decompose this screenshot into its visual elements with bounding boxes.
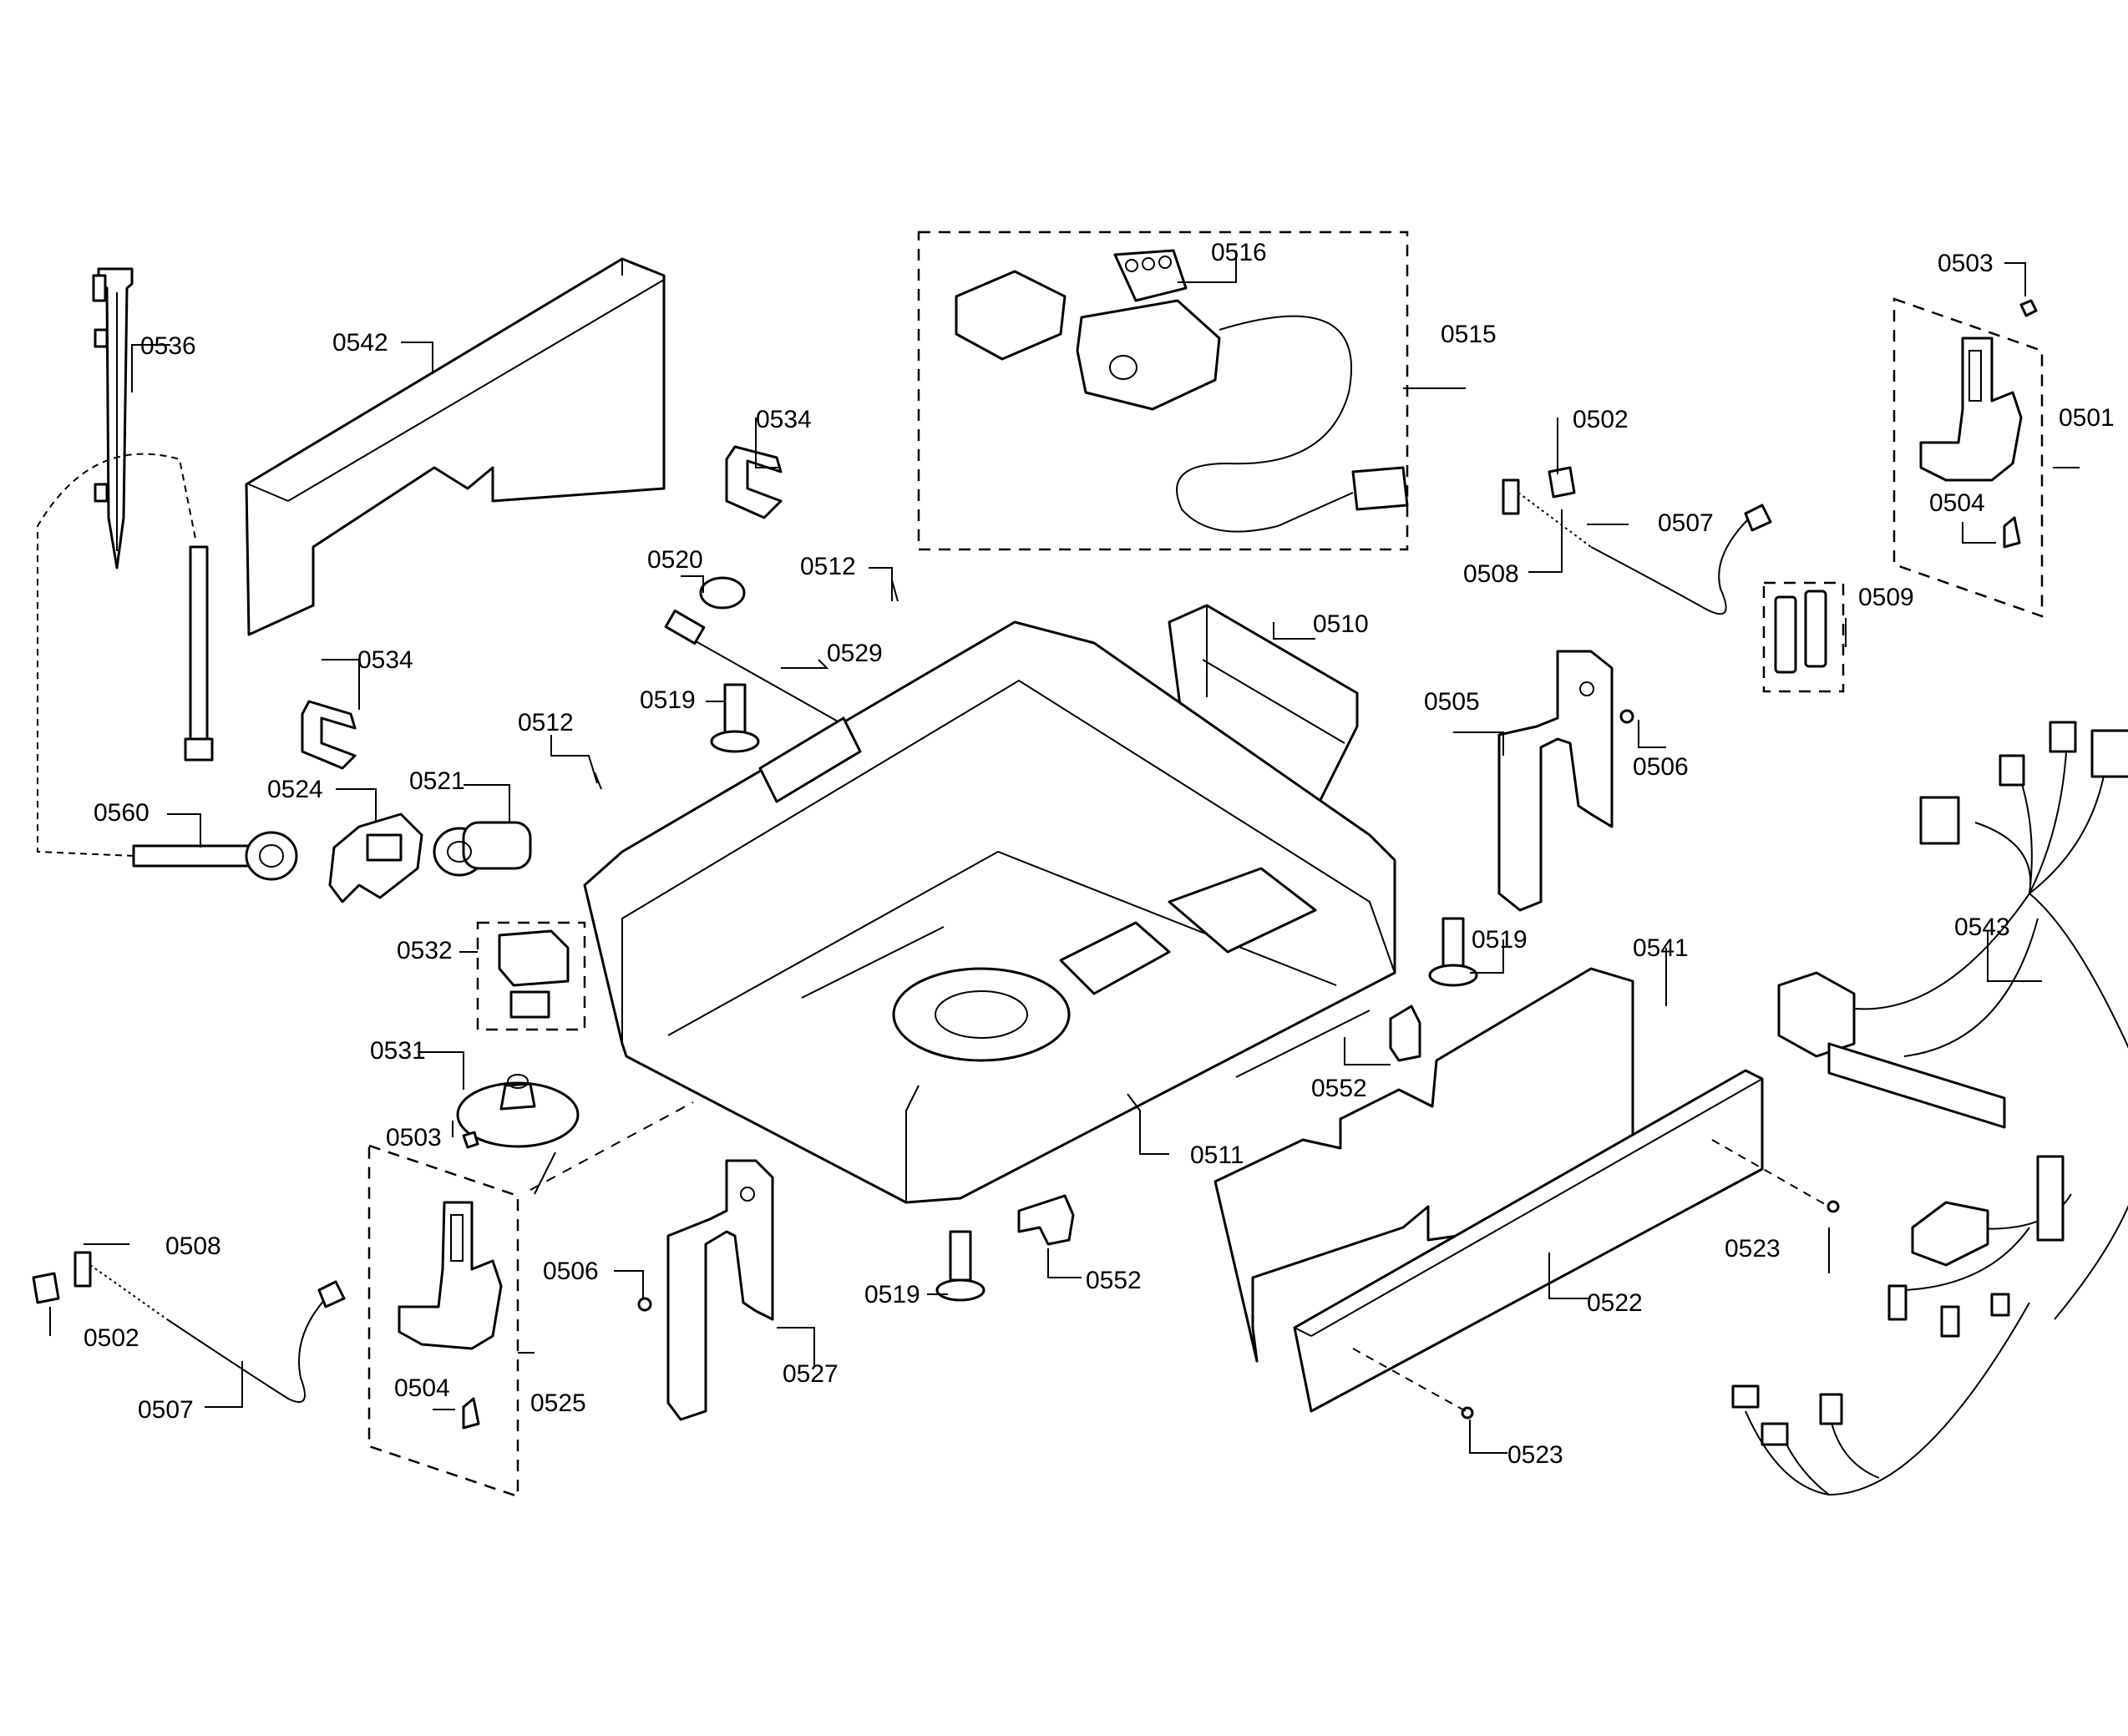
label-0504-top: 0504 bbox=[1929, 489, 1985, 517]
label-0503-bottom: 0503 bbox=[386, 1124, 442, 1151]
part-0523-screw-right bbox=[1827, 1200, 1840, 1213]
part-0542-panel bbox=[245, 257, 666, 636]
label-0507-bottom: 0507 bbox=[138, 1396, 194, 1424]
label-0529: 0529 bbox=[827, 640, 883, 667]
label-0506-bottom: 0506 bbox=[543, 1258, 599, 1285]
part-0519-foot-top bbox=[710, 683, 760, 753]
label-0504-bottom: 0504 bbox=[394, 1374, 450, 1402]
group-box-0515 bbox=[917, 230, 1409, 551]
label-0507-top: 0507 bbox=[1658, 509, 1714, 537]
part-0522-panel bbox=[1293, 1069, 1764, 1413]
group-box-0532 bbox=[476, 921, 586, 1031]
label-0523-right: 0523 bbox=[1725, 1235, 1781, 1263]
label-0524: 0524 bbox=[267, 776, 323, 803]
part-0521-valve bbox=[433, 821, 532, 877]
part-0536-rail bbox=[92, 267, 134, 569]
part-0543-harness bbox=[1731, 721, 2128, 1496]
part-0512-screw-top bbox=[891, 580, 899, 602]
label-0534-left: 0534 bbox=[357, 646, 413, 674]
label-0508-bottom: 0508 bbox=[165, 1232, 221, 1260]
label-0505: 0505 bbox=[1424, 688, 1480, 716]
label-0523-bottom: 0523 bbox=[1507, 1441, 1563, 1469]
part-0527-bracket bbox=[666, 1159, 774, 1421]
label-0519-bottom: 0519 bbox=[864, 1281, 920, 1308]
part-labels: 0536 0542 0534 0516 0515 0503 0501 0504 … bbox=[84, 239, 2115, 1469]
label-0519-top: 0519 bbox=[640, 686, 696, 714]
part-0560-rod bbox=[37, 453, 298, 881]
part-0524-bracket bbox=[328, 812, 423, 903]
label-0502-top: 0502 bbox=[1573, 406, 1629, 433]
part-0511-base-frame bbox=[583, 620, 1396, 1204]
part-0506-screw-right bbox=[1619, 709, 1634, 724]
part-0519-foot-right bbox=[1428, 917, 1478, 987]
label-0506-right: 0506 bbox=[1633, 753, 1689, 781]
group-box-0501 bbox=[1892, 297, 2044, 618]
part-0501-hinge bbox=[1919, 299, 2038, 549]
label-0536: 0536 bbox=[140, 332, 196, 360]
part-0532-switch bbox=[498, 929, 570, 1019]
label-0522: 0522 bbox=[1587, 1289, 1643, 1317]
part-0552-clip-right bbox=[1389, 1005, 1421, 1062]
part-0552-clip-bottom bbox=[1017, 1194, 1075, 1246]
part-0512-screw-left bbox=[594, 772, 602, 790]
label-0510: 0510 bbox=[1313, 610, 1369, 638]
label-0509: 0509 bbox=[1858, 584, 1914, 611]
label-0532: 0532 bbox=[397, 937, 453, 964]
label-0552-right: 0552 bbox=[1311, 1075, 1367, 1102]
label-0520: 0520 bbox=[647, 546, 703, 574]
label-0543: 0543 bbox=[1954, 914, 2010, 941]
group-box-0525 bbox=[367, 1144, 519, 1498]
part-0519-foot-bottom bbox=[935, 1230, 985, 1302]
label-0527: 0527 bbox=[783, 1360, 839, 1388]
leader-lines bbox=[49, 251, 2080, 1454]
part-0534-clip-left bbox=[301, 700, 357, 770]
part-0531-plate bbox=[456, 1074, 580, 1148]
label-0515: 0515 bbox=[1441, 321, 1497, 348]
label-0560: 0560 bbox=[94, 799, 149, 827]
label-0519-right: 0519 bbox=[1472, 926, 1528, 954]
label-0531: 0531 bbox=[370, 1037, 426, 1065]
label-0521: 0521 bbox=[409, 767, 465, 795]
label-0508-top: 0508 bbox=[1463, 560, 1519, 588]
part-0541-insulation bbox=[1213, 967, 1634, 1363]
label-0512-left: 0512 bbox=[518, 709, 574, 736]
part-0508-spring-left bbox=[32, 1251, 346, 1404]
label-0503-top: 0503 bbox=[1938, 250, 1994, 277]
label-0502-bottom: 0502 bbox=[84, 1324, 139, 1352]
label-0541: 0541 bbox=[1633, 934, 1689, 962]
label-0534-top: 0534 bbox=[756, 406, 812, 433]
label-0512-top: 0512 bbox=[800, 553, 856, 580]
label-0542: 0542 bbox=[332, 329, 388, 357]
part-0534-clip-top bbox=[725, 445, 783, 519]
part-0506-screw-bottom bbox=[637, 1297, 652, 1312]
part-0509-connectors bbox=[1774, 590, 1827, 674]
part-0515-junction-box bbox=[955, 249, 1409, 533]
label-0525: 0525 bbox=[530, 1389, 586, 1417]
part-0525-hinge bbox=[398, 1131, 503, 1430]
label-0501: 0501 bbox=[2059, 404, 2115, 432]
label-0552-bottom: 0552 bbox=[1086, 1267, 1142, 1294]
label-0516: 0516 bbox=[1211, 239, 1267, 266]
part-0505-bracket bbox=[1497, 650, 1614, 912]
label-0511: 0511 bbox=[1190, 1141, 1244, 1169]
group-box-0509 bbox=[1762, 581, 1845, 693]
part-0508-spring-right bbox=[1502, 466, 1772, 615]
